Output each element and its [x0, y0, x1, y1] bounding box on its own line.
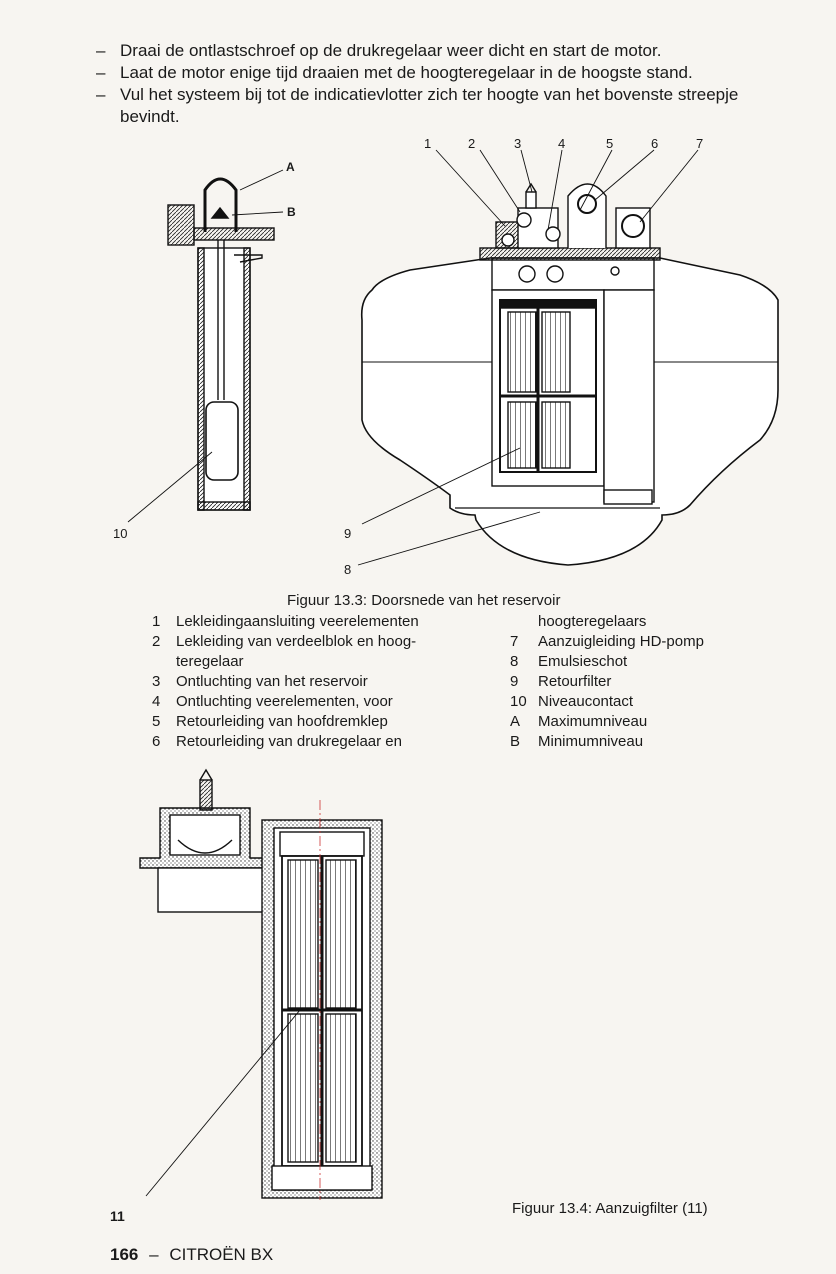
page-number: 166 [110, 1245, 139, 1264]
legend-number: 2 [152, 633, 161, 650]
legend-item: teregelaar [152, 652, 492, 672]
legend-text: Maximumniveau [538, 713, 648, 730]
legend-number: 4 [152, 693, 161, 710]
bullet-text: Draai de ontlastschroef op de drukregela… [120, 41, 662, 60]
bullet-item: – Laat de motor enige tijd draaien met d… [96, 62, 796, 84]
figure-13-4-caption: Figuur 13.4: Aanzuigfilter (11) [512, 1200, 708, 1217]
legend-text: hoogteregelaars [538, 613, 647, 630]
legend-left: 1 Lekleidingaansluiting veerelementen 2 Le… [152, 612, 492, 752]
callout-8: 8 [344, 562, 352, 577]
legend-item: 2 Lekleiding van verdeelblok en hoog- [152, 632, 492, 652]
legend-number: A [510, 713, 521, 730]
callout-2: 2 [468, 136, 476, 151]
leader-lines-fig-13-3 [127, 149, 699, 566]
callout-1: 1 [424, 136, 432, 151]
legend-text: Retourleiding van hoofdremklep [176, 713, 388, 730]
callout-11: 11 [110, 1208, 125, 1224]
legend-text: Lekleidingaansluiting veerelementen [176, 613, 419, 630]
legend-text: Ontluchting van het reservoir [176, 673, 368, 690]
callout-B: B [287, 205, 296, 219]
bullet-text: Laat de motor enige tijd draaien met de … [120, 63, 693, 82]
bullet-item: – Draai de ontlastschroef op de drukrege… [96, 40, 796, 62]
intro-bullet-list: – Draai de ontlastschroef op de drukrege… [96, 40, 796, 128]
legend-item: hoogteregelaars [510, 612, 810, 632]
legend-number: 7 [510, 633, 519, 650]
legend-number: 10 [510, 693, 527, 710]
legend-number [152, 652, 176, 672]
callout-4: 4 [558, 136, 566, 151]
callout-10: 10 [113, 526, 128, 541]
legend-number [510, 612, 538, 632]
callout-6: 6 [651, 136, 659, 151]
legend-text: Lekleiding van verdeelblok en hoog- [176, 633, 417, 650]
legend-text: Retourleiding van drukregelaar en [176, 733, 402, 750]
legend-number: 3 [152, 673, 161, 690]
legend-text: Retourfilter [538, 673, 612, 690]
legend-number: 5 [152, 713, 161, 730]
legend-text: Ontluchting veerelementen, voor [176, 693, 393, 710]
footer-separator: – [149, 1245, 159, 1264]
bullet-dash: – [96, 85, 106, 104]
legend-text: Minimumniveau [538, 733, 644, 750]
callout-9: 9 [344, 526, 352, 541]
reservoir-drawing [360, 182, 779, 566]
legend-number: 6 [152, 733, 161, 750]
legend-text: teregelaar [176, 653, 244, 670]
page-footer: 166 – CITROËN BX [110, 1245, 273, 1265]
bullet-text: Vul het systeem bij tot de indicatievlot… [120, 85, 739, 126]
legend-item: B Minimumniveau [510, 732, 810, 752]
callout-5: 5 [606, 136, 614, 151]
callout-7: 7 [696, 136, 704, 151]
legend-item: 4 Ontluchting veerelementen, voor [152, 692, 492, 712]
footer-title: CITROËN BX [169, 1245, 274, 1264]
legend-text: Niveaucontact [538, 693, 634, 710]
level-indicator-drawing [167, 177, 275, 511]
suction-filter-drawing [139, 768, 383, 1200]
bullet-dash: – [96, 41, 106, 60]
legend-text: Emulsieschot [538, 653, 628, 670]
legend-item: A Maximumniveau [510, 712, 810, 732]
legend-number: B [510, 733, 521, 750]
legend-item: 5 Retourleiding van hoofdremklep [152, 712, 492, 732]
legend-item: 6 Retourleiding van drukregelaar en [152, 732, 492, 752]
legend-number: 9 [510, 673, 519, 690]
legend-number: 1 [152, 613, 161, 630]
callout-A: A [286, 160, 295, 174]
bullet-dash: – [96, 63, 106, 82]
legend-item: 1 Lekleidingaansluiting veerelementen [152, 612, 492, 632]
callout-3: 3 [514, 136, 522, 151]
legend-text: Aanzuigleiding HD-pomp [538, 633, 704, 650]
legend-item: 7 Aanzuigleiding HD-pomp [510, 632, 810, 652]
figure-13-3-caption: Figuur 13.3: Doorsnede van het reservoir [287, 592, 561, 609]
legend-number: 8 [510, 653, 519, 670]
legend-item: 8 Emulsieschot [510, 652, 810, 672]
bullet-item: – Vul het systeem bij tot de indicatievl… [96, 84, 796, 128]
legend-item: 9 Retourfilter [510, 672, 810, 692]
legend-item: 3 Ontluchting van het reservoir [152, 672, 492, 692]
legend-item: 10 Niveaucontact [510, 692, 810, 712]
